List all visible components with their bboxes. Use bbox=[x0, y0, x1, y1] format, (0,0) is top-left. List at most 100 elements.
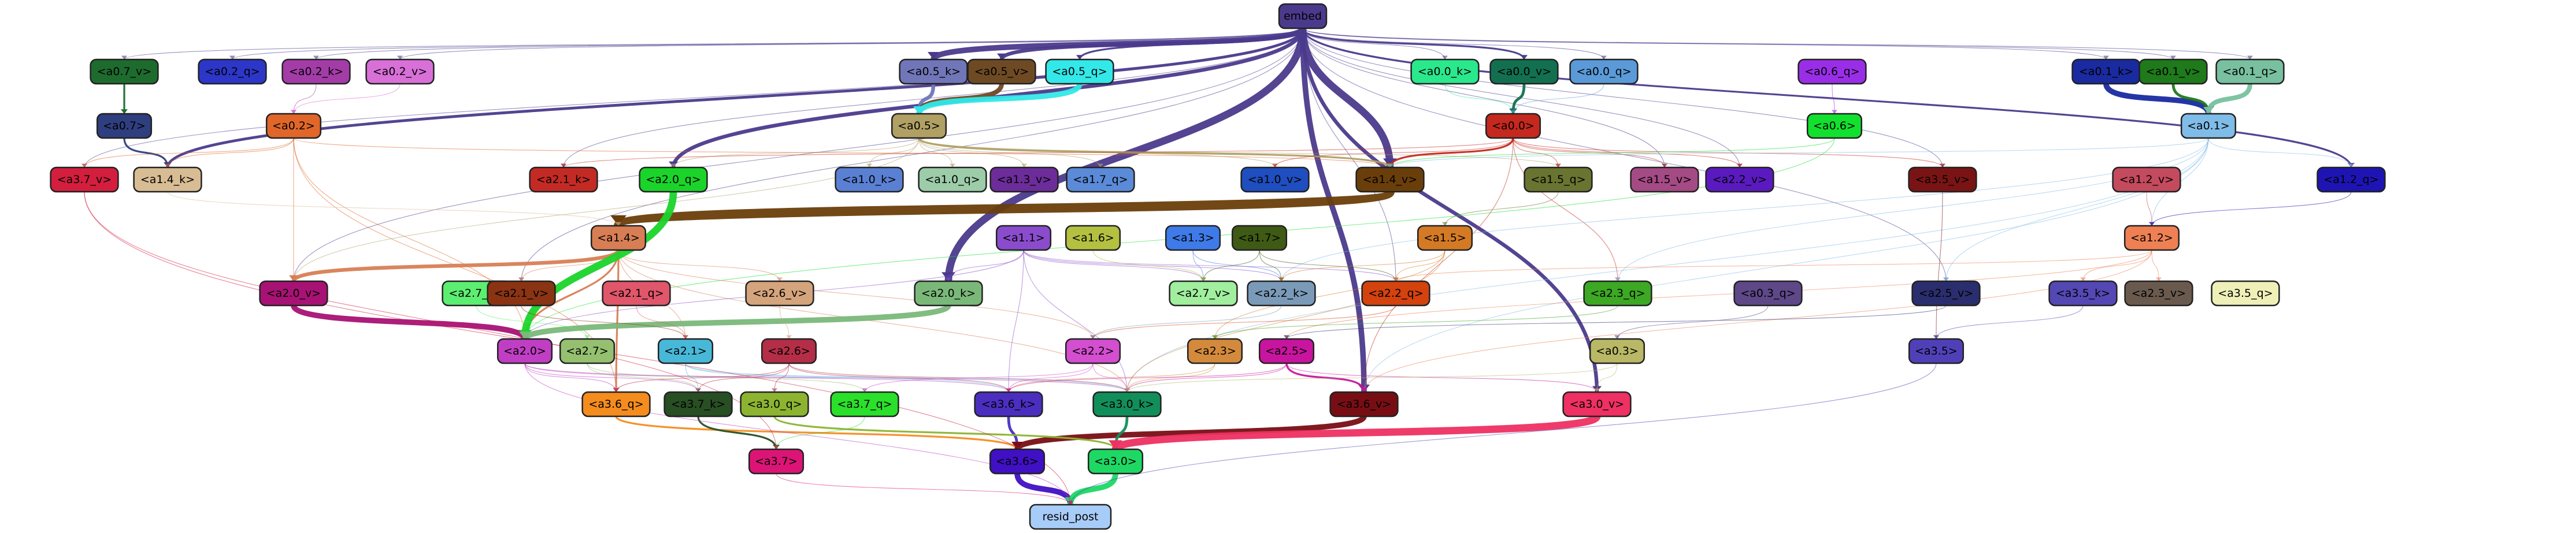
arrowhead-a0_1_q-to-a0_1 bbox=[2203, 107, 2214, 114]
node-label: <a0.2_k> bbox=[289, 65, 343, 78]
node-a3-0-k[interactable]: <a3.0_k> bbox=[1092, 391, 1162, 418]
node-a1-3-v[interactable]: <a1.3_v> bbox=[989, 166, 1059, 193]
node-a1-7[interactable]: <a1.7> bbox=[1231, 225, 1288, 251]
node-a1-4-v[interactable]: <a1.4_v> bbox=[1355, 166, 1425, 193]
node-a2-2-q[interactable]: <a2.2_q> bbox=[1361, 280, 1430, 307]
node-box bbox=[2316, 166, 2386, 193]
node-a1-1[interactable]: <a1.1> bbox=[995, 225, 1052, 251]
node-resid-post[interactable]: resid_post bbox=[1029, 504, 1112, 530]
node-a3-5-v[interactable]: <a3.5_v> bbox=[1908, 166, 1977, 193]
node-a3-6-k[interactable]: <a3.6_k> bbox=[974, 391, 1043, 418]
node-a2-2-k[interactable]: <a2.2_k> bbox=[1247, 280, 1316, 307]
node-a1-6[interactable]: <a1.6> bbox=[1065, 225, 1121, 251]
edge-a0_5-to-a1_5_q bbox=[918, 137, 1559, 168]
node-a0-0-v[interactable]: <a0.0_v> bbox=[1489, 58, 1559, 85]
node-a2-6-v[interactable]: <a2.6_v> bbox=[745, 280, 814, 307]
node-a2-0-v[interactable]: <a2.0_v> bbox=[259, 280, 328, 307]
node-a3-5-k[interactable]: <a3.5_k> bbox=[2048, 280, 2118, 307]
node-a2-1-q[interactable]: <a2.1_q> bbox=[602, 280, 671, 307]
edge-a1_6-to-a2_7_v bbox=[1092, 249, 1204, 282]
node-a0-5[interactable]: <a0.5> bbox=[891, 113, 947, 139]
node-a0-6[interactable]: <a0.6> bbox=[1806, 113, 1863, 139]
node-a3-5-q[interactable]: <a3.5_q> bbox=[2211, 280, 2280, 307]
node-a1-5[interactable]: <a1.5> bbox=[1417, 225, 1473, 251]
node-a2-0-k[interactable]: <a2.0_k> bbox=[914, 280, 983, 307]
node-a2-3-v[interactable]: <a2.3_v> bbox=[2124, 280, 2193, 307]
node-a0-2-v[interactable]: <a0.2_v> bbox=[365, 58, 435, 85]
node-a3-7-v[interactable]: <a3.7_v> bbox=[50, 166, 119, 193]
node-a0-5-q[interactable]: <a0.5_q> bbox=[1045, 58, 1114, 85]
node-a0-0-k[interactable]: <a0.0_k> bbox=[1410, 58, 1480, 85]
node-box bbox=[664, 391, 733, 418]
node-a0-2-k[interactable]: <a0.2_k> bbox=[281, 58, 351, 85]
node-label: <a0.0_q> bbox=[1576, 65, 1631, 78]
node-a3-6[interactable]: <a3.6> bbox=[989, 448, 1046, 475]
edge-a3_0_q-to-a3_0 bbox=[773, 416, 1117, 450]
node-a3-7-q[interactable]: <a3.7_q> bbox=[830, 391, 899, 418]
node-a3-6-q[interactable]: <a3.6_q> bbox=[581, 391, 651, 418]
node-a1-0-q[interactable]: <a1.0_q> bbox=[918, 166, 987, 193]
node-a0-1[interactable]: <a0.1> bbox=[2180, 113, 2237, 139]
node-a3-7[interactable]: <a3.7> bbox=[748, 448, 805, 475]
node-a0-0[interactable]: <a0.0> bbox=[1485, 113, 1541, 139]
node-a1-5-v[interactable]: <a1.5_v> bbox=[1630, 166, 1699, 193]
node-a3-0[interactable]: <a3.0> bbox=[1087, 448, 1144, 475]
node-a3-0-v[interactable]: <a3.0_v> bbox=[1562, 391, 1632, 418]
node-a0-7-v[interactable]: <a0.7_v> bbox=[90, 58, 159, 85]
node-label: <a1.4_v> bbox=[1363, 173, 1417, 186]
node-box bbox=[1187, 338, 1243, 364]
node-a2-1-k[interactable]: <a2.1_k> bbox=[529, 166, 598, 193]
node-a2-7[interactable]: <a2.7> bbox=[559, 338, 616, 364]
node-a2-0-q[interactable]: <a2.0_q> bbox=[639, 166, 708, 193]
edge-a1_2-to-a2_5 bbox=[1286, 249, 2152, 340]
node-a2-7-v[interactable]: <a2.7_v> bbox=[1169, 280, 1238, 307]
edge-a2_1_q-to-a2_1 bbox=[636, 305, 686, 340]
node-a1-2[interactable]: <a1.2> bbox=[2123, 225, 2180, 251]
edge-a0_5_q-to-a0_5 bbox=[916, 83, 1083, 115]
edge-a0_1-to-a2_3_q bbox=[1617, 137, 2209, 282]
edge-a1_7-to-a2_2_k bbox=[1259, 249, 1282, 282]
node-a3-0-q[interactable]: <a3.0_q> bbox=[740, 391, 809, 418]
edge-a1_4_k-to-a1_4 bbox=[167, 191, 619, 226]
node-a3-5[interactable]: <a3.5> bbox=[1908, 338, 1965, 364]
node-a0-3-q[interactable]: <a0.3_q> bbox=[1733, 280, 1803, 307]
node-a1-4[interactable]: <a1.4> bbox=[590, 225, 647, 251]
node-a2-5-v[interactable]: <a2.5_v> bbox=[1911, 280, 1981, 307]
node-box bbox=[1562, 391, 1632, 418]
node-a1-4-k[interactable]: <a1.4_k> bbox=[133, 166, 202, 193]
node-a1-7-q[interactable]: <a1.7_q> bbox=[1066, 166, 1135, 193]
node-a1-2-v[interactable]: <a1.2_v> bbox=[2112, 166, 2181, 193]
node-a2-2[interactable]: <a2.2> bbox=[1065, 338, 1121, 364]
node-a2-6[interactable]: <a2.6> bbox=[761, 338, 817, 364]
node-a0-7[interactable]: <a0.7> bbox=[96, 113, 153, 139]
node-a0-1-q[interactable]: <a0.1_q> bbox=[2215, 58, 2285, 85]
node-a1-5-q[interactable]: <a1.5_q> bbox=[1524, 166, 1593, 193]
node-a0-1-k[interactable]: <a0.1_k> bbox=[2071, 58, 2141, 85]
node-a1-0-v[interactable]: <a1.0_v> bbox=[1240, 166, 1310, 193]
node-a3-6-v[interactable]: <a3.6_v> bbox=[1329, 391, 1399, 418]
node-a0-2[interactable]: <a0.2> bbox=[265, 113, 322, 139]
node-a0-1-v[interactable]: <a0.1_v> bbox=[2138, 58, 2208, 85]
node-a0-5-k[interactable]: <a0.5_k> bbox=[899, 58, 968, 85]
node-a0-0-q[interactable]: <a0.0_q> bbox=[1569, 58, 1639, 85]
node-a2-5[interactable]: <a2.5> bbox=[1258, 338, 1315, 364]
edge-embed-to-a3_0_v bbox=[1300, 28, 1599, 393]
node-a2-3-q[interactable]: <a2.3_q> bbox=[1583, 280, 1652, 307]
node-a2-2-v[interactable]: <a2.2_v> bbox=[1705, 166, 1774, 193]
node-embed[interactable]: embed bbox=[1278, 3, 1328, 29]
node-a2-1-v[interactable]: <a2.1_v> bbox=[487, 280, 556, 307]
node-a3-7-k[interactable]: <a3.7_k> bbox=[664, 391, 733, 418]
node-a1-2-q[interactable]: <a1.2_q> bbox=[2316, 166, 2386, 193]
node-a0-3[interactable]: <a0.3> bbox=[1589, 338, 1645, 364]
node-a2-3[interactable]: <a2.3> bbox=[1187, 338, 1243, 364]
node-a0-6-q[interactable]: <a0.6_q> bbox=[1797, 58, 1867, 85]
node-label: <a0.6_q> bbox=[1804, 65, 1859, 78]
node-a1-3[interactable]: <a1.3> bbox=[1165, 225, 1221, 251]
node-a2-1[interactable]: <a2.1> bbox=[657, 338, 714, 364]
node-a0-5-v[interactable]: <a0.5_v> bbox=[967, 58, 1036, 85]
node-box bbox=[1065, 225, 1121, 251]
node-a2-0[interactable]: <a2.0> bbox=[496, 338, 553, 364]
node-a1-0-k[interactable]: <a1.0_k> bbox=[835, 166, 904, 193]
node-a0-2-q[interactable]: <a0.2_q> bbox=[198, 58, 267, 85]
node-box bbox=[1908, 166, 1977, 193]
